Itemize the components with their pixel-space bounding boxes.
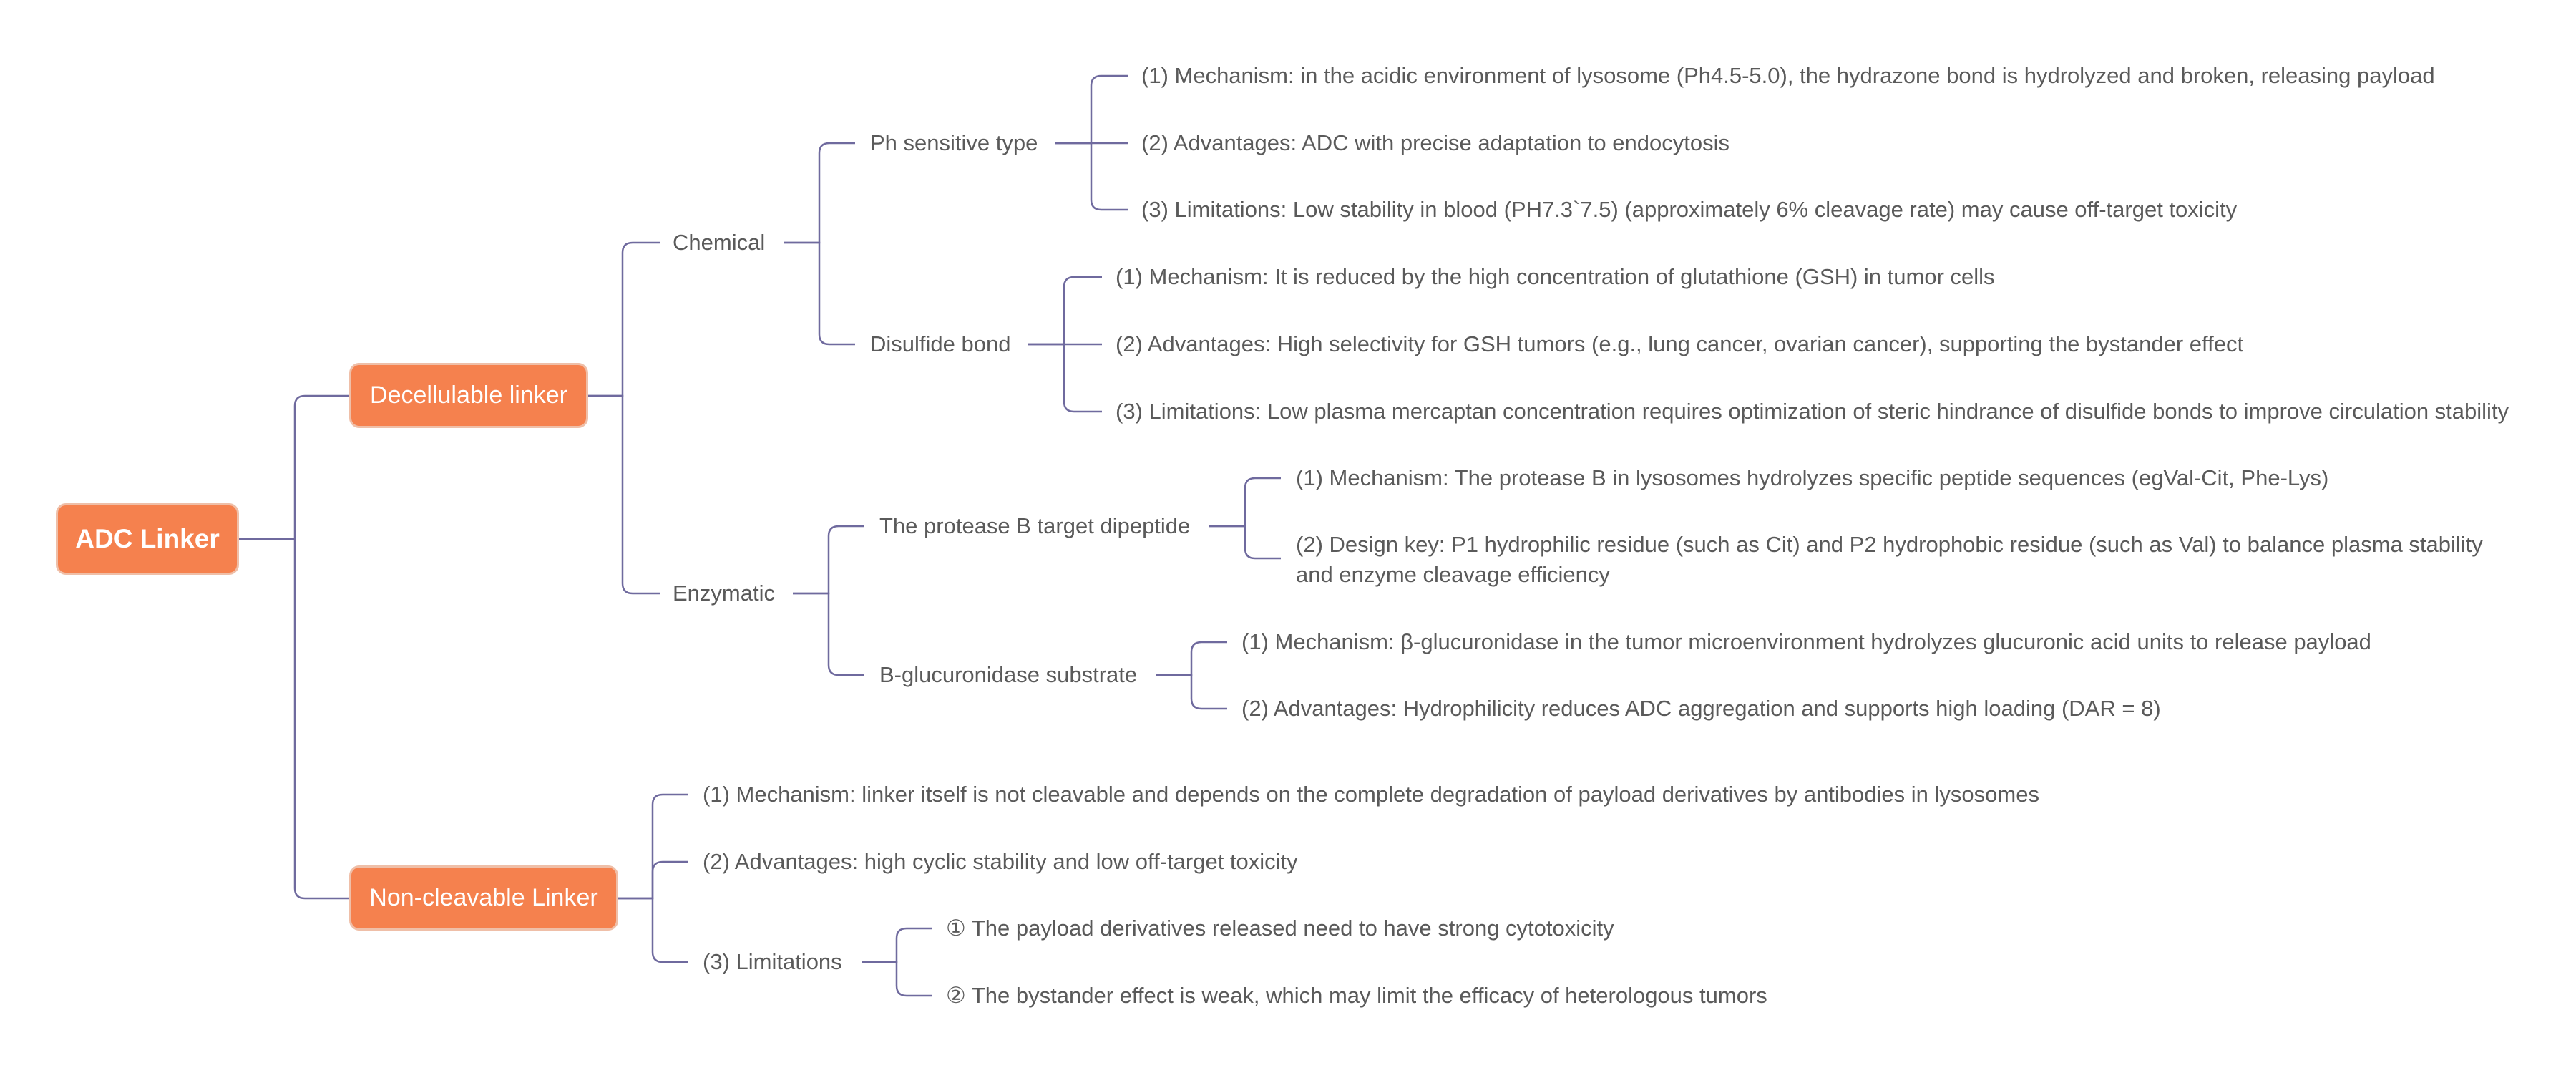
root-node[interactable]: ADC Linker xyxy=(56,503,239,575)
glucuronidase-mechanism: (1) Mechanism: β-glucuronidase in the tu… xyxy=(1241,629,2371,654)
link-disulfide-mechanism xyxy=(1028,276,1102,346)
link-decellulable-chemical xyxy=(588,241,660,397)
link-enzymatic-glucuronidase xyxy=(793,592,864,676)
ph-sensitive-limitations: (3) Limitations: Low stability in blood … xyxy=(1141,197,2238,222)
link-protease-mechanism xyxy=(1209,477,1281,528)
protease-mechanism: (1) Mechanism: The protease B in lysosom… xyxy=(1296,465,2329,490)
link-noncleavable-limitations xyxy=(618,897,688,963)
chemical-label[interactable]: Chemical xyxy=(673,230,766,255)
link-noncleavable-mechanism xyxy=(618,793,688,900)
b-glucuronidase-substrate-label[interactable]: B-glucuronidase substrate xyxy=(879,662,1138,687)
link-glucuronidase-advantages xyxy=(1156,674,1227,710)
link-disulfide-limitations xyxy=(1028,343,1102,413)
ph-sensitive-mechanism: (1) Mechanism: in the acidic environment… xyxy=(1141,63,2435,88)
link-ph-mechanism xyxy=(1055,74,1128,145)
disulfide-bond-label[interactable]: Disulfide bond xyxy=(870,331,1011,356)
ph-sensitive-advantages: (2) Advantages: ADC with precise adaptat… xyxy=(1141,130,1729,155)
enzymatic-label[interactable]: Enzymatic xyxy=(673,581,775,606)
link-limitations-item2 xyxy=(862,961,932,997)
noncleavable-mechanism: (1) Mechanism: linker itself is not clea… xyxy=(703,782,2039,807)
decellulable-linker-node[interactable]: Decellulable linker xyxy=(349,363,588,428)
glucuronidase-advantages: (2) Advantages: Hydrophilicity reduces A… xyxy=(1241,696,2161,721)
disulfide-limitations: (3) Limitations: Low plasma mercaptan co… xyxy=(1116,399,2509,424)
noncleavable-linker-node[interactable]: Non-cleavable Linker xyxy=(349,865,618,931)
link-decellulable-enzymatic xyxy=(588,394,660,595)
ph-sensitive-type-label[interactable]: Ph sensitive type xyxy=(870,130,1038,155)
link-limitations-item1 xyxy=(862,927,932,963)
link-root-noncleavable xyxy=(239,538,349,900)
limitation-item-2: ② The bystander effect is weak, which ma… xyxy=(946,983,1767,1008)
link-glucuronidase-mechanism xyxy=(1156,641,1227,676)
link-ph-limitations xyxy=(1055,142,1128,211)
noncleavable-advantages: (2) Advantages: high cyclic stability an… xyxy=(703,849,1298,874)
link-protease-design xyxy=(1209,525,1281,560)
link-chemical-disulfide xyxy=(784,241,855,346)
link-enzymatic-protease xyxy=(793,525,864,595)
protease-design-key: (2) Design key: P1 hydrophilic residue (… xyxy=(1296,532,2483,587)
disulfide-mechanism: (1) Mechanism: It is reduced by the high… xyxy=(1116,264,1995,289)
link-noncleavable-advantages xyxy=(618,860,688,900)
link-chemical-ph xyxy=(784,142,855,244)
protease-b-dipeptide-label[interactable]: The protease B target dipeptide xyxy=(879,513,1191,538)
link-root-decellulable xyxy=(239,394,349,540)
noncleavable-limitations-label[interactable]: (3) Limitations xyxy=(703,949,842,974)
limitation-item-1: ① The payload derivatives released need … xyxy=(946,916,1614,941)
disulfide-advantages: (2) Advantages: High selectivity for GSH… xyxy=(1116,331,2244,356)
